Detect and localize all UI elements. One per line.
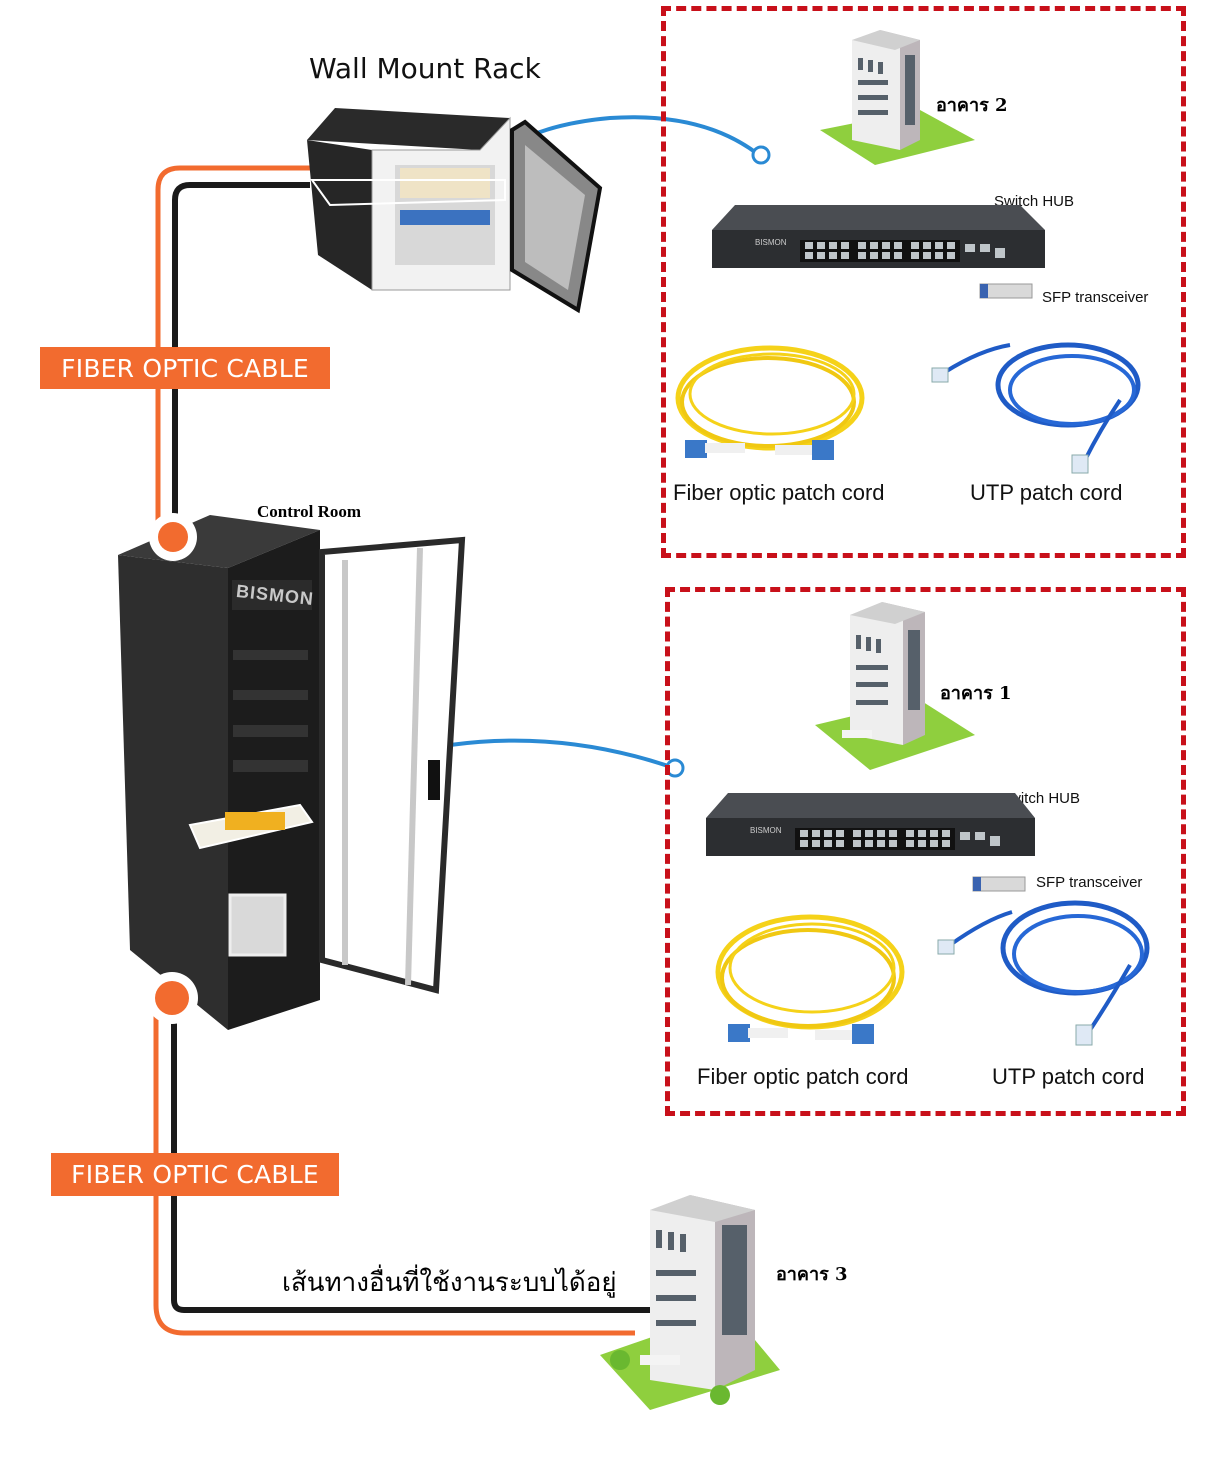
building-3-label: อาคาร 3 <box>776 1264 848 1285</box>
fiber-cable-bottom-orange <box>153 1000 635 1336</box>
fiber-patch-cord-2-label: Fiber optic patch cord <box>673 480 885 505</box>
switch-hub-1-brand: BISMON <box>750 826 782 835</box>
alternative-route-label: เส้นทางอื่นที่ใช้งานระบบได้อยู่ <box>282 1268 617 1298</box>
sfp-transceiver-2-label: SFP transceiver <box>1042 289 1149 306</box>
fiber-cable-top-black <box>172 182 310 520</box>
fiber-cable-top-orange <box>155 165 310 530</box>
sfp-transceiver-1-label: SFP transceiver <box>1036 874 1143 891</box>
wall-mount-rack-title: Wall Mount Rack <box>309 52 541 85</box>
building-2-group <box>661 6 1186 558</box>
fiber-cable-bottom-black <box>171 1020 650 1313</box>
utp-patch-cord-2-label: UTP patch cord <box>970 480 1123 505</box>
utp-patch-cord-1-label: UTP patch cord <box>992 1064 1145 1089</box>
switch-hub-2-brand: BISMON <box>755 238 787 247</box>
fiber-optic-cable-badge-bottom: FIBER OPTIC CABLE <box>51 1153 339 1196</box>
building-1-group <box>665 587 1186 1116</box>
fiber-patch-cord-1-label: Fiber optic patch cord <box>697 1064 909 1089</box>
fiber-optic-cable-badge-top: FIBER OPTIC CABLE <box>40 347 330 389</box>
building-1-label: อาคาร 1 <box>940 683 1012 704</box>
arrow-origin-wall-rack <box>751 145 771 165</box>
building-2-label: อาคาร 2 <box>936 95 1008 116</box>
control-room-label: Control Room <box>257 502 362 521</box>
